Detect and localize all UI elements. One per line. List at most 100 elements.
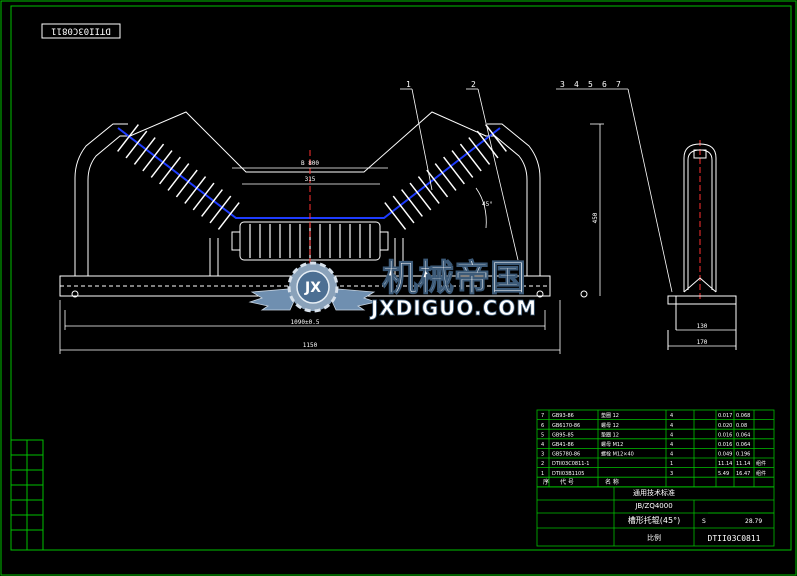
- callout-6: 6: [602, 80, 607, 89]
- left-revision-strip: [10, 439, 44, 551]
- callout-5: 5: [588, 80, 593, 89]
- roll-rib: [175, 169, 198, 198]
- roll-rib: [426, 169, 449, 198]
- parts-cell-qty: 4: [670, 442, 673, 448]
- parts-cell-qty: 4: [670, 413, 673, 419]
- parts-cell-total_w: 0.064: [736, 432, 750, 438]
- parts-cell-code: DTII03C0811-1: [552, 461, 589, 467]
- callout-4: 4: [574, 80, 579, 89]
- parts-cell-name: 螺母 M12: [601, 441, 623, 448]
- drawing-number: DTII03C0811: [708, 534, 761, 543]
- parts-cell-qty: 4: [670, 423, 673, 429]
- parts-cell-total_w: 0.068: [736, 413, 750, 419]
- roll-rib: [217, 202, 240, 230]
- parts-cell-code: GB93-86: [552, 413, 574, 419]
- parts-cell-name: 螺母 12: [601, 422, 619, 429]
- roll-rib: [417, 176, 440, 204]
- roll-rib: [392, 195, 415, 224]
- parts-cell-code: GB41-86: [552, 442, 574, 448]
- roll-rib: [167, 163, 190, 191]
- callout-1: 1: [406, 80, 411, 89]
- roll-rib: [459, 143, 482, 172]
- roll-rib: [451, 150, 474, 178]
- standard-title: 通用技术标准: [633, 488, 675, 497]
- inner-frame: [10, 5, 792, 551]
- parts-cell-code: DTII03B1105: [552, 471, 584, 477]
- parts-cell-qty: 4: [670, 432, 673, 438]
- standard-code: JB/ZQ4000: [634, 502, 672, 510]
- parts-cell-unit_w: 0.016: [718, 432, 732, 438]
- parts-cell-no: 7: [541, 413, 544, 419]
- watermark-cn: 机械帝国: [382, 258, 526, 299]
- parts-cell-unit_w: 0.049: [718, 452, 732, 458]
- parts-cell-total_w: 11.14: [736, 461, 750, 467]
- dimension-labels: B 800 315 1090±0.5 1150 450 45°: [291, 160, 599, 349]
- title-block: 序 代 号 名 称 通用技术标准 JB/ZQ4000 槽形托辊(45°) 比例 …: [543, 478, 762, 543]
- roll-rib: [125, 130, 148, 159]
- parts-cell-qty: 1: [670, 461, 673, 467]
- parts-cell-note: 组件: [756, 460, 766, 467]
- parts-cell-code: GB5780-86: [552, 452, 580, 458]
- dim-belt-width: B 800: [301, 160, 319, 167]
- dim-center-roll: 315: [305, 176, 316, 183]
- parts-cell-unit_w: 0.016: [718, 442, 732, 448]
- header-code: 代 号: [560, 478, 574, 486]
- roll-rib: [159, 156, 181, 185]
- side-base-plate: [667, 295, 737, 305]
- parts-cell-no: 3: [541, 452, 544, 458]
- roll-rib: [468, 137, 491, 165]
- watermark-logo: JX 机械帝国 JXDIGUO.COM: [248, 258, 537, 320]
- part-name: 槽形托辊(45°): [628, 515, 680, 525]
- parts-cell-no: 2: [541, 461, 544, 467]
- roll-rib: [401, 189, 423, 217]
- parts-cell-note: 组件: [756, 470, 766, 477]
- left-wing-roll: [117, 124, 240, 230]
- parts-cell-no: 5: [541, 432, 544, 438]
- callout-leaders: [400, 88, 673, 293]
- parts-cell-qty: 3: [670, 471, 673, 477]
- parts-cell-total_w: 0.196: [736, 452, 750, 458]
- parts-cell-name: 螺栓 M12×40: [601, 451, 634, 458]
- callout-7: 7: [616, 80, 621, 89]
- parts-cell-no: 6: [541, 423, 544, 429]
- roll-rib: [443, 156, 465, 185]
- roll-rib: [150, 150, 173, 178]
- right-bracket: [485, 123, 541, 276]
- parts-cell-unit_w: 0.020: [718, 423, 732, 429]
- parts-cell-unit_w: 5.49: [718, 471, 729, 477]
- roll-rib: [201, 189, 223, 217]
- header-name: 名 称: [605, 478, 619, 486]
- roll-rib: [434, 163, 457, 191]
- header-no: 序: [543, 478, 549, 486]
- roll-rib: [384, 202, 407, 230]
- left-bracket: [74, 123, 130, 276]
- parts-cell-total_w: 16.47: [736, 471, 750, 477]
- parts-cell-total_w: 0.064: [736, 442, 750, 448]
- parts-cell-name: 垫圈 12: [601, 412, 619, 419]
- mark: S: [702, 518, 706, 525]
- center-roll-stripes: [249, 224, 371, 258]
- roll-rib: [485, 124, 507, 152]
- parts-cell-unit_w: 11.14: [718, 461, 732, 467]
- watermark-url: JXDIGUO.COM: [369, 296, 537, 320]
- stamp-box: DTII03C0811: [41, 23, 121, 39]
- stamp-text: DTII03C0811: [51, 26, 111, 36]
- dim-side-inner: 130: [697, 323, 708, 330]
- roll-rib: [184, 176, 207, 204]
- callout-2: 2: [471, 80, 476, 89]
- parts-cell-no: 4: [541, 442, 544, 448]
- parts-cell-name: 垫圈 12: [601, 431, 619, 438]
- roll-rib: [192, 182, 215, 211]
- right-wing-roll: [384, 124, 507, 230]
- dim-angle: 45°: [482, 201, 493, 208]
- roll-rib: [117, 124, 139, 152]
- dim-overall-length: 1150: [303, 342, 318, 349]
- dim-mount-spacing: 1090±0.5: [291, 319, 320, 326]
- parts-cell-code: GB95-85: [552, 432, 574, 438]
- scale-label: 比例: [647, 533, 661, 542]
- dimensions: [59, 123, 604, 354]
- wing-right-icon: [325, 287, 378, 311]
